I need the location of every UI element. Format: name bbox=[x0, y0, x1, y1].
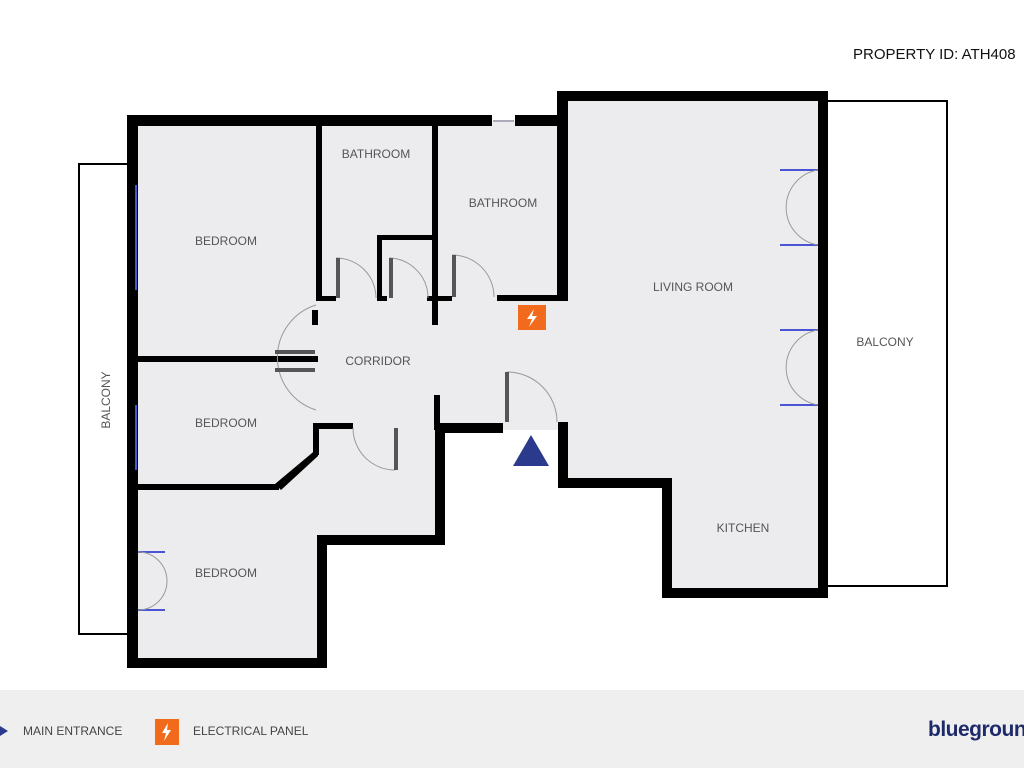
room-label-balcony: BALCONY bbox=[856, 335, 913, 349]
balcony-left-outline bbox=[78, 163, 136, 635]
room-label-kitchen: KITCHEN bbox=[717, 521, 770, 535]
room-label-balcony: BALCONY bbox=[99, 371, 113, 428]
doors bbox=[137, 169, 819, 611]
legend-electrical-panel: ELECTRICAL PANEL bbox=[193, 724, 309, 738]
legend-footer: MAIN ENTRANCE ELECTRICAL PANEL bluegroun… bbox=[0, 690, 1024, 768]
electrical-panel-icon bbox=[518, 305, 546, 330]
room-label-bedroom: BEDROOM bbox=[195, 566, 257, 580]
room-label-bedroom: BEDROOM bbox=[195, 416, 257, 430]
room-label-bathroom: BATHROOM bbox=[469, 196, 537, 210]
walls bbox=[127, 91, 828, 668]
legend-main-entrance: MAIN ENTRANCE bbox=[23, 724, 123, 738]
main-entrance-legend-icon bbox=[0, 726, 8, 736]
room-label-corridor: CORRIDOR bbox=[345, 354, 411, 368]
room-label-bedroom: BEDROOM bbox=[195, 234, 257, 248]
floor-plan: BEDROOM BEDROOM BEDROOM BATHROOM BATHROO… bbox=[78, 91, 948, 668]
property-id: PROPERTY ID: ATH408 bbox=[853, 46, 1016, 63]
room-label-living-room: LIVING ROOM bbox=[653, 280, 733, 294]
electrical-panel-legend-icon bbox=[155, 719, 179, 745]
floor-area bbox=[132, 96, 823, 663]
main-entrance-icon bbox=[513, 435, 549, 466]
brand-logo: blueground bbox=[928, 718, 1024, 741]
room-label-bathroom: BATHROOM bbox=[342, 147, 410, 161]
